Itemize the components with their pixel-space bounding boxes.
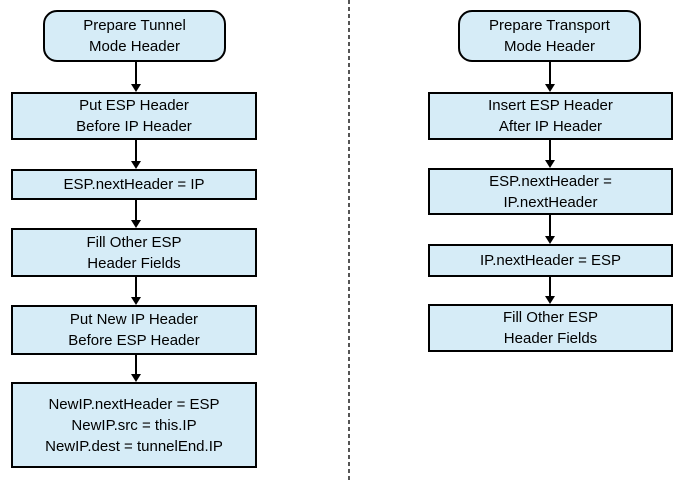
- node-newip-field-assignments: NewIP.nextHeader = ESP NewIP.src = this.…: [11, 382, 257, 468]
- down-arrow: [129, 199, 143, 228]
- down-arrow: [543, 215, 557, 244]
- down-arrow: [129, 277, 143, 305]
- node-fill-other-esp-header-fields-tunnel: Fill Other ESP Header Fields: [11, 228, 257, 277]
- down-arrow: [129, 140, 143, 169]
- node-insert-esp-header-after-ip-header: Insert ESP Header After IP Header: [428, 92, 673, 140]
- node-esp-nextheader-equals-ip-nextheader: ESP.nextHeader = IP.nextHeader: [428, 168, 673, 215]
- node-ip-nextheader-equals-esp: IP.nextHeader = ESP: [428, 244, 673, 277]
- node-put-esp-header-before-ip-header: Put ESP Header Before IP Header: [11, 92, 257, 140]
- down-arrow: [129, 355, 143, 382]
- node-esp-nextheader-equals-ip: ESP.nextHeader = IP: [11, 169, 257, 200]
- node-put-new-ip-header-before-esp-header: Put New IP Header Before ESP Header: [11, 305, 257, 355]
- node-prepare-tunnel-mode-header: Prepare Tunnel Mode Header: [43, 10, 226, 62]
- down-arrow: [543, 140, 557, 168]
- down-arrow: [129, 62, 143, 92]
- node-fill-other-esp-header-fields-transport: Fill Other ESP Header Fields: [428, 304, 673, 352]
- down-arrow: [543, 277, 557, 304]
- down-arrow: [543, 62, 557, 92]
- dashed-divider-line: [348, 0, 350, 482]
- node-prepare-transport-mode-header: Prepare Transport Mode Header: [458, 10, 641, 62]
